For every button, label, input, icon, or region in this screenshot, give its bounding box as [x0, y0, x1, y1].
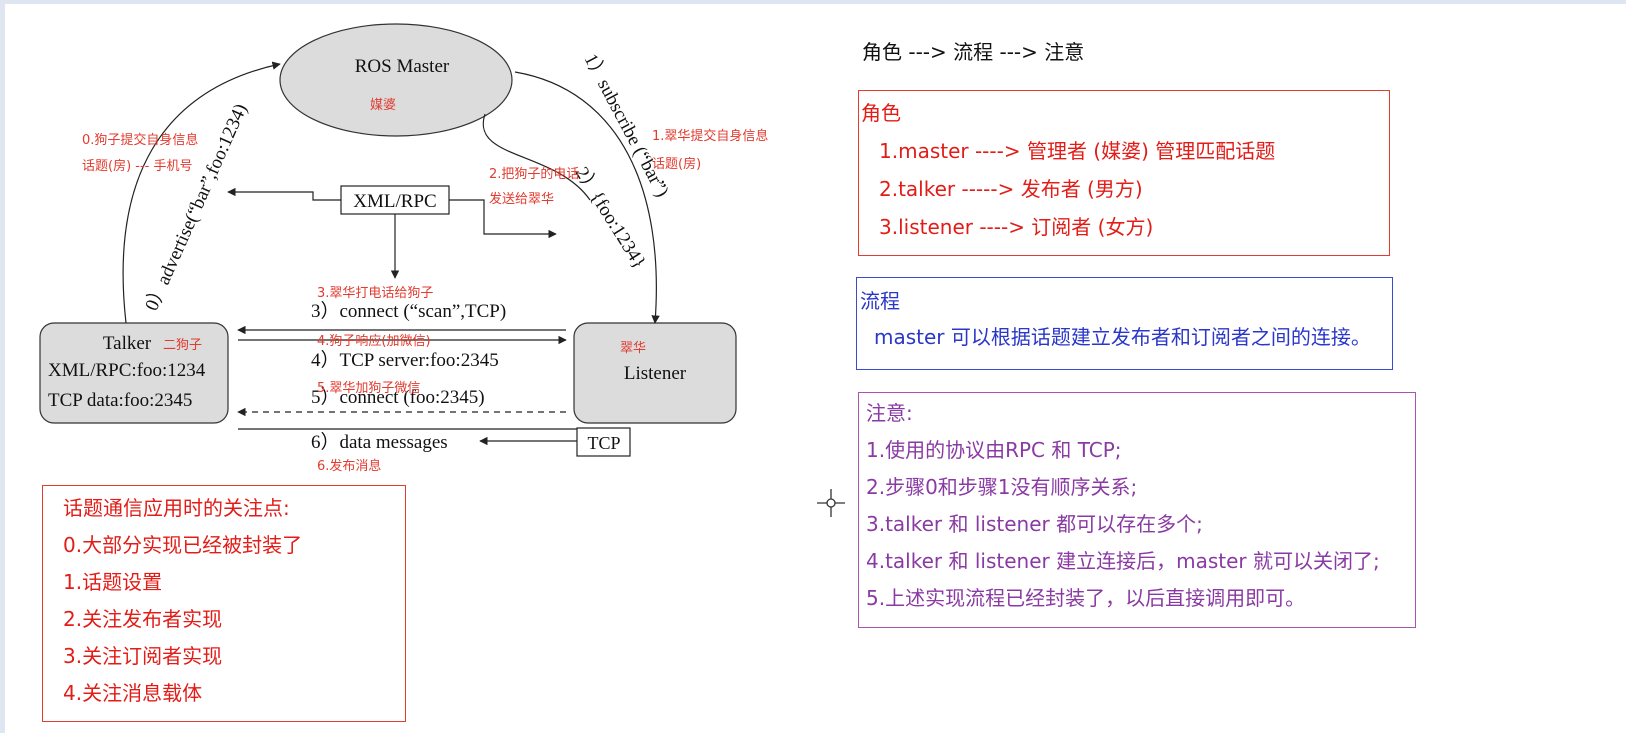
note1-line1: 1.翠华提交自身信息 — [652, 128, 768, 144]
xmlrpc-label: XML/RPC — [353, 191, 436, 212]
step2-label: 2）{foo:1234} — [571, 163, 651, 272]
talker-node: Talker 二狗子 XML/RPC:foo:1234 TCP data:foo… — [39, 322, 229, 424]
xmlrpc-junction: XML/RPC — [227, 185, 557, 279]
window-left-edge — [0, 0, 5, 733]
note6: 6.发布消息 — [317, 458, 381, 474]
notes-box: 注意: 1.使用的协议由RPC 和 TCP; 2.步骤0和步骤1没有顺序关系; … — [858, 392, 1416, 628]
talker-label: Talker — [103, 333, 152, 354]
crosshair-cursor-icon — [817, 489, 845, 517]
note-item: 3.talker 和 listener 都可以存在多个; — [866, 512, 1203, 536]
note3: 3.翠华打电话给狗子 — [317, 286, 433, 301]
role-item: 1.master ----> 管理者 (媒婆) 管理匹配话题 — [879, 139, 1276, 163]
note4: 4.狗子响应(加微信) — [317, 333, 431, 349]
flow-box: 流程 master 可以根据话题建立发布者和订阅者之间的连接。 — [856, 277, 1393, 370]
step3-label: 3）connect (“scan”,TCP) — [311, 300, 506, 322]
note-item: 2.步骤0和步骤1没有顺序关系; — [866, 475, 1138, 499]
roles-box: 角色 1.master ----> 管理者 (媒婆) 管理匹配话题 2.talk… — [858, 90, 1390, 256]
role-item: 3.listener ----> 订阅者 (女方) — [879, 215, 1154, 239]
ros-master-note: 媒婆 — [370, 98, 396, 113]
step4-label: 4）TCP server:foo:2345 — [311, 349, 499, 371]
listener-label: Listener — [624, 363, 687, 384]
note1-line2: 话题(房) — [652, 156, 701, 172]
note-item: 4.talker 和 listener 建立连接后，master 就可以关闭了; — [866, 549, 1380, 573]
subscribe-arrow — [514, 71, 660, 324]
ros-master-label: ROS Master — [355, 56, 450, 77]
key-point-item: 3.关注订阅者实现 — [63, 644, 223, 668]
key-point-item: 0.大部分实现已经被封装了 — [63, 533, 303, 557]
listener-note: 翠华 — [620, 341, 646, 356]
advertise-arrow — [122, 61, 281, 324]
step6-label: 6）data messages — [311, 431, 448, 453]
listener-node: 翠华 Listener — [573, 322, 737, 424]
note0-line2: 话题(房) --- 手机号 — [82, 158, 192, 174]
note5: 5.翠华加狗子微信 — [317, 381, 420, 396]
master-reply-arrow — [482, 113, 591, 201]
window-top-edge — [0, 0, 1626, 4]
note-item: 1.使用的协议由RPC 和 TCP; — [866, 438, 1122, 462]
roles-heading: 角色 — [861, 101, 901, 125]
tcp-box — [576, 427, 631, 457]
step5-label: 5）connect (foo:2345) — [311, 386, 485, 408]
talker-xmlrpc-port: XML/RPC:foo:1234 — [48, 360, 206, 381]
ros-master-node: ROS Master 媒婆 — [279, 23, 513, 137]
roadmap-title: 角色 ---> 流程 ---> 注意 — [862, 40, 1085, 64]
note2-line1: 2.把狗子的电话 — [489, 166, 579, 182]
ros-topic-diagram: ROS Master 媒婆 Talker 二狗子 XML/RPC:foo:123… — [39, 23, 768, 474]
talker-note: 二狗子 — [163, 338, 202, 353]
key-point-item: 4.关注消息载体 — [63, 681, 203, 705]
note-item: 5.上述实现流程已经封装了，以后直接调用即可。 — [866, 586, 1306, 610]
notes-heading: 注意: — [866, 401, 913, 425]
note2-line2: 发送给翠华 — [489, 191, 554, 207]
flow-text: master 可以根据话题建立发布者和订阅者之间的连接。 — [874, 325, 1371, 349]
key-point-item: 2.关注发布者实现 — [63, 607, 223, 631]
role-item: 2.talker -----> 发布者 (男方) — [879, 177, 1143, 201]
key-points-heading: 话题通信应用时的关注点: — [63, 496, 290, 520]
key-point-item: 1.话题设置 — [63, 570, 163, 594]
talker-tcp-port: TCP data:foo:2345 — [48, 390, 192, 411]
note0-line1: 0.狗子提交自身信息 — [82, 132, 198, 148]
key-points-box: 话题通信应用时的关注点: 0.大部分实现已经被封装了 1.话题设置 2.关注发布… — [42, 485, 406, 722]
flow-heading: 流程 — [860, 289, 900, 313]
tcp-label: TCP — [587, 433, 620, 453]
